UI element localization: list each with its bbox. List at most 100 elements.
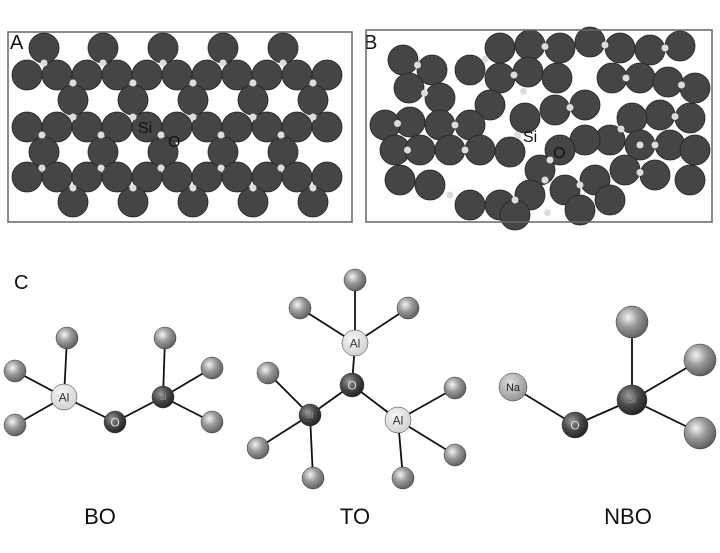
tricluster-oxygen-atom-label: O [347, 378, 356, 392]
si-atom-label: Si [159, 393, 166, 402]
tetrahedron-sphere [101, 161, 133, 193]
tetrahedron-sphere [464, 134, 496, 166]
non-bridging-oxygen-atom [561, 411, 589, 439]
tetrahedron-sphere [221, 161, 253, 193]
si-atom [298, 403, 322, 427]
bridging-site-dot [461, 146, 469, 154]
tetrahedron-sphere [11, 111, 43, 143]
tetrahedron-sphere [569, 89, 601, 121]
tetrahedron-sphere [11, 161, 43, 193]
bridging-site-dot [541, 43, 549, 50]
oxygen-sphere [301, 466, 325, 490]
bridging-site-dot [520, 88, 527, 95]
panel-a-si-label: Si [138, 120, 152, 137]
tetrahedron-sphere [679, 134, 711, 166]
bridging-site-dot [576, 181, 584, 189]
al-atom-right [384, 406, 412, 434]
si-atom [151, 385, 175, 409]
si-atom [616, 384, 648, 416]
oxygen-sphere [3, 359, 27, 383]
al-atom [50, 383, 78, 411]
bridging-site-dot [249, 184, 257, 192]
bridging-site-dot [249, 113, 257, 121]
bridging-site-dot [309, 79, 317, 87]
al-atom-top [341, 329, 369, 357]
tetrahedron-sphere [639, 159, 671, 191]
bridging-site-dot [189, 79, 197, 87]
bridging-site-dot [446, 191, 454, 199]
bridging-site-dot [277, 164, 285, 172]
panel-b-si-label: Si [523, 129, 537, 146]
al-atom-top-label: Al [350, 336, 361, 350]
bridging-site-dot [129, 113, 137, 121]
tetrahedron-sphere [311, 59, 343, 91]
tetrahedron-sphere [387, 44, 419, 76]
tetrahedron-sphere [41, 161, 73, 193]
bo-caption: BO [84, 504, 116, 529]
oxygen-sphere [3, 413, 27, 437]
na-atom-label: Na [506, 382, 521, 394]
bridging-site-dot [651, 141, 659, 149]
tetrahedron-sphere [679, 72, 711, 104]
tetrahedron-sphere [311, 161, 343, 193]
tetrahedron-sphere [594, 184, 626, 216]
tetrahedron-sphere [117, 84, 149, 116]
tetrahedron-sphere [251, 111, 283, 143]
bridging-site-dot [511, 196, 519, 204]
oxygen-sphere [396, 296, 420, 320]
tetrahedron-sphere [484, 62, 516, 94]
tetrahedron-sphere [539, 94, 571, 126]
panel-a-frame [7, 31, 353, 223]
tetrahedron-sphere [484, 32, 516, 64]
tetrahedron-sphere [28, 32, 60, 64]
bridging-site-dot [394, 120, 401, 127]
bridging-site-dot [129, 184, 137, 192]
to-caption: TO [340, 504, 370, 529]
bridging-oxygen-atom [103, 410, 127, 434]
tetrahedron-sphere [454, 54, 486, 86]
bridging-site-dot [601, 41, 609, 49]
tetrahedron-sphere [574, 26, 606, 58]
bridging-site-dot [622, 74, 630, 82]
tetrahedron-sphere [87, 32, 119, 64]
bridging-site-dot [636, 141, 644, 149]
si-atom-label: Si [628, 395, 636, 405]
tetrahedron-sphere [544, 134, 576, 166]
na-atom [498, 372, 528, 402]
tetrahedron-sphere [177, 84, 209, 116]
panel-b-o-label: O [553, 145, 565, 162]
panel-c-label: C [14, 272, 28, 294]
tetrahedron-sphere [11, 59, 43, 91]
bridging-site-dot [189, 113, 197, 121]
oxygen-sphere [443, 443, 467, 467]
tetrahedron-sphere [424, 82, 456, 114]
bridging-site-dot [97, 164, 105, 172]
al-atom-label: Al [59, 390, 70, 404]
bridging-site-dot [219, 59, 227, 67]
panel-a-crystalline-network [11, 32, 343, 218]
oxygen-sphere [343, 268, 367, 292]
tetrahedron-sphere [207, 32, 239, 64]
bridging-site-dot [279, 59, 287, 67]
tetrahedron-sphere [494, 136, 526, 168]
panel-b-amorphous-network [369, 26, 711, 231]
tetrahedron-sphere [674, 102, 706, 134]
tricluster-oxygen-atom [339, 372, 365, 398]
oxygen-sphere [200, 410, 224, 434]
bridging-site-dot [414, 61, 421, 69]
bridging-site-dot [69, 113, 77, 121]
tetrahedron-sphere [609, 154, 641, 186]
bridging-site-dot [546, 156, 554, 164]
tetrahedron-sphere [454, 189, 486, 221]
tetrahedron-sphere [541, 62, 573, 94]
bridging-site-dot [69, 79, 77, 87]
tetrahedron-sphere [161, 59, 193, 91]
oxygen-sphere [153, 326, 177, 350]
bridging-site-dot [189, 184, 197, 192]
tetrahedron-sphere [221, 59, 253, 91]
panel-b-frame [365, 29, 713, 223]
bridging-site-dot [661, 44, 669, 52]
